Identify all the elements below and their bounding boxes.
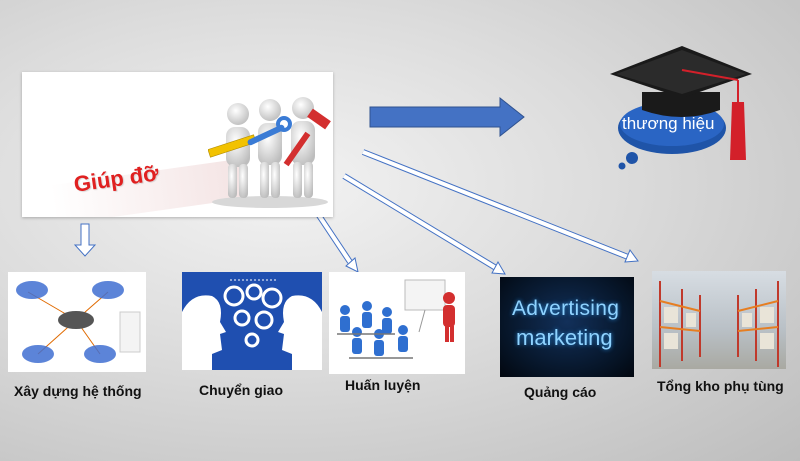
caption-warehouse: Tổng kho phụ tùng bbox=[657, 378, 784, 394]
advert-word-1: Advertising bbox=[512, 297, 620, 320]
arrow-to-advertising bbox=[342, 173, 506, 275]
hero-help-box: Giúp đỡ bbox=[22, 72, 333, 217]
advertising-image: Advertising marketing bbox=[500, 277, 634, 377]
network-diagram-icon bbox=[16, 281, 141, 363]
helper-figures-icon bbox=[208, 97, 331, 208]
brand-label: thương hiệu bbox=[622, 114, 715, 133]
training-class-icon bbox=[337, 279, 455, 359]
caption-advertising: Quảng cáo bbox=[524, 384, 597, 400]
arrow-to-system bbox=[73, 223, 97, 257]
warehouse-image bbox=[652, 271, 786, 369]
transfer-image bbox=[182, 272, 322, 370]
arrow-to-warehouse bbox=[361, 149, 639, 263]
brand-logo-icon bbox=[610, 46, 752, 170]
main-arrow bbox=[369, 96, 525, 138]
caption-training: Huấn luyện bbox=[345, 377, 421, 393]
caption-system: Xây dựng hệ thống bbox=[14, 383, 142, 399]
advert-word-2: marketing bbox=[516, 325, 613, 350]
training-image bbox=[329, 272, 465, 374]
caption-transfer: Chuyển giao bbox=[199, 382, 284, 398]
system-diagram-image bbox=[8, 272, 146, 372]
gears-heads-icon bbox=[182, 279, 322, 370]
warehouse-shelves-icon bbox=[659, 281, 779, 367]
